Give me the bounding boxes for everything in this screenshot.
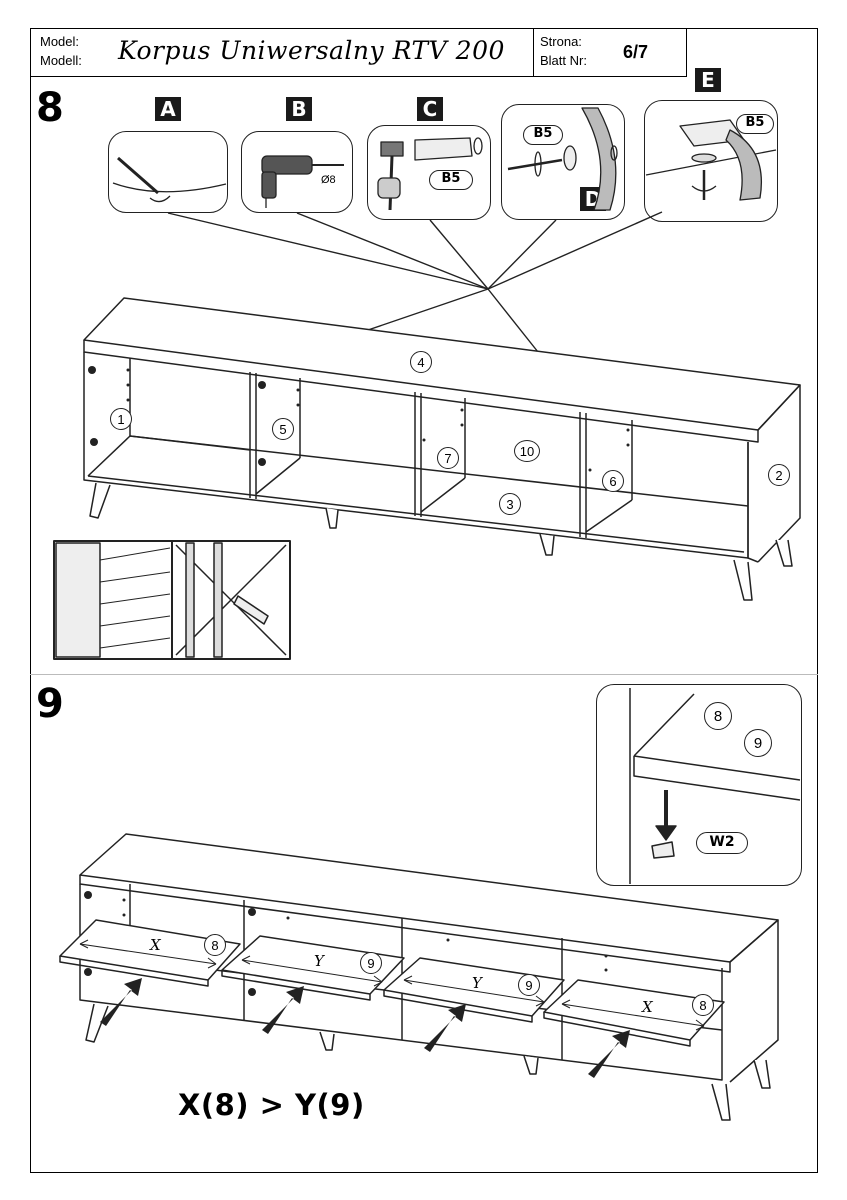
fitting-b5-c: B5 [429, 170, 473, 190]
cabinet-step-9 [59, 833, 779, 1121]
page-number: 6/7 [623, 42, 649, 62]
shelf-support-detail [629, 688, 801, 884]
letter-a-label: A [155, 97, 181, 121]
shelf-3-part: 9 [518, 974, 540, 996]
letter-b-label: B [286, 97, 312, 121]
title-divider [533, 28, 534, 76]
shelf-size-formula: X(8) > Y(9) [178, 1088, 365, 1122]
screw-washer-icon [507, 107, 618, 211]
insert-arrows [100, 978, 630, 1078]
fitting-w2: W2 [696, 832, 748, 854]
page-frame [30, 28, 818, 1173]
part-10: 10 [514, 440, 540, 462]
modell-label: Modell: [40, 53, 82, 68]
hammer-icon [377, 141, 404, 211]
detail-part-9: 9 [744, 729, 772, 757]
part-1: 1 [110, 408, 132, 430]
drill-size-label: Ø8 [321, 174, 336, 186]
detail-bubble-a [108, 131, 228, 213]
part-3: 3 [499, 493, 521, 515]
shelf-2-part: 9 [360, 952, 382, 974]
shelf-4-part: 8 [692, 994, 714, 1016]
letter-e-label: E [695, 68, 721, 92]
model-label: Model: [40, 34, 80, 49]
part-6: 6 [602, 470, 624, 492]
sheet-label: Blatt Nr: [540, 53, 587, 68]
shelf-3-dim: Y [472, 974, 482, 992]
page-label: Strona: [540, 34, 582, 49]
title-block: Model: Modell: Korpus Uniwersalny RTV 20… [30, 28, 687, 77]
pencil-icon [112, 156, 227, 203]
model-name: Korpus Uniwersalny RTV 200 [118, 36, 505, 65]
step-8-number: 8 [36, 85, 64, 131]
shelf-2-dim: Y [314, 952, 324, 970]
shelf-1-dim: X [150, 936, 161, 954]
letter-c-label: C [417, 97, 443, 121]
wall-plug-icon [414, 137, 483, 161]
section-divider [30, 674, 818, 675]
part-2: 2 [768, 464, 790, 486]
part-7: 7 [437, 447, 459, 469]
part-5: 5 [272, 418, 294, 440]
leader-lines [167, 211, 663, 353]
part-4: 4 [410, 351, 432, 373]
detail-part-8: 8 [704, 702, 732, 730]
shelf-4-dim: X [642, 998, 653, 1016]
wall-type-inset [53, 540, 291, 660]
fitting-b5-d: B5 [523, 125, 563, 145]
shelf-1-part: 8 [204, 934, 226, 956]
cabinet-step-8 [83, 297, 801, 601]
step-9-number: 9 [36, 681, 64, 727]
fitting-b5-e: B5 [736, 114, 774, 134]
ceiling-fix-icon [645, 119, 777, 201]
drill-icon [261, 155, 344, 208]
